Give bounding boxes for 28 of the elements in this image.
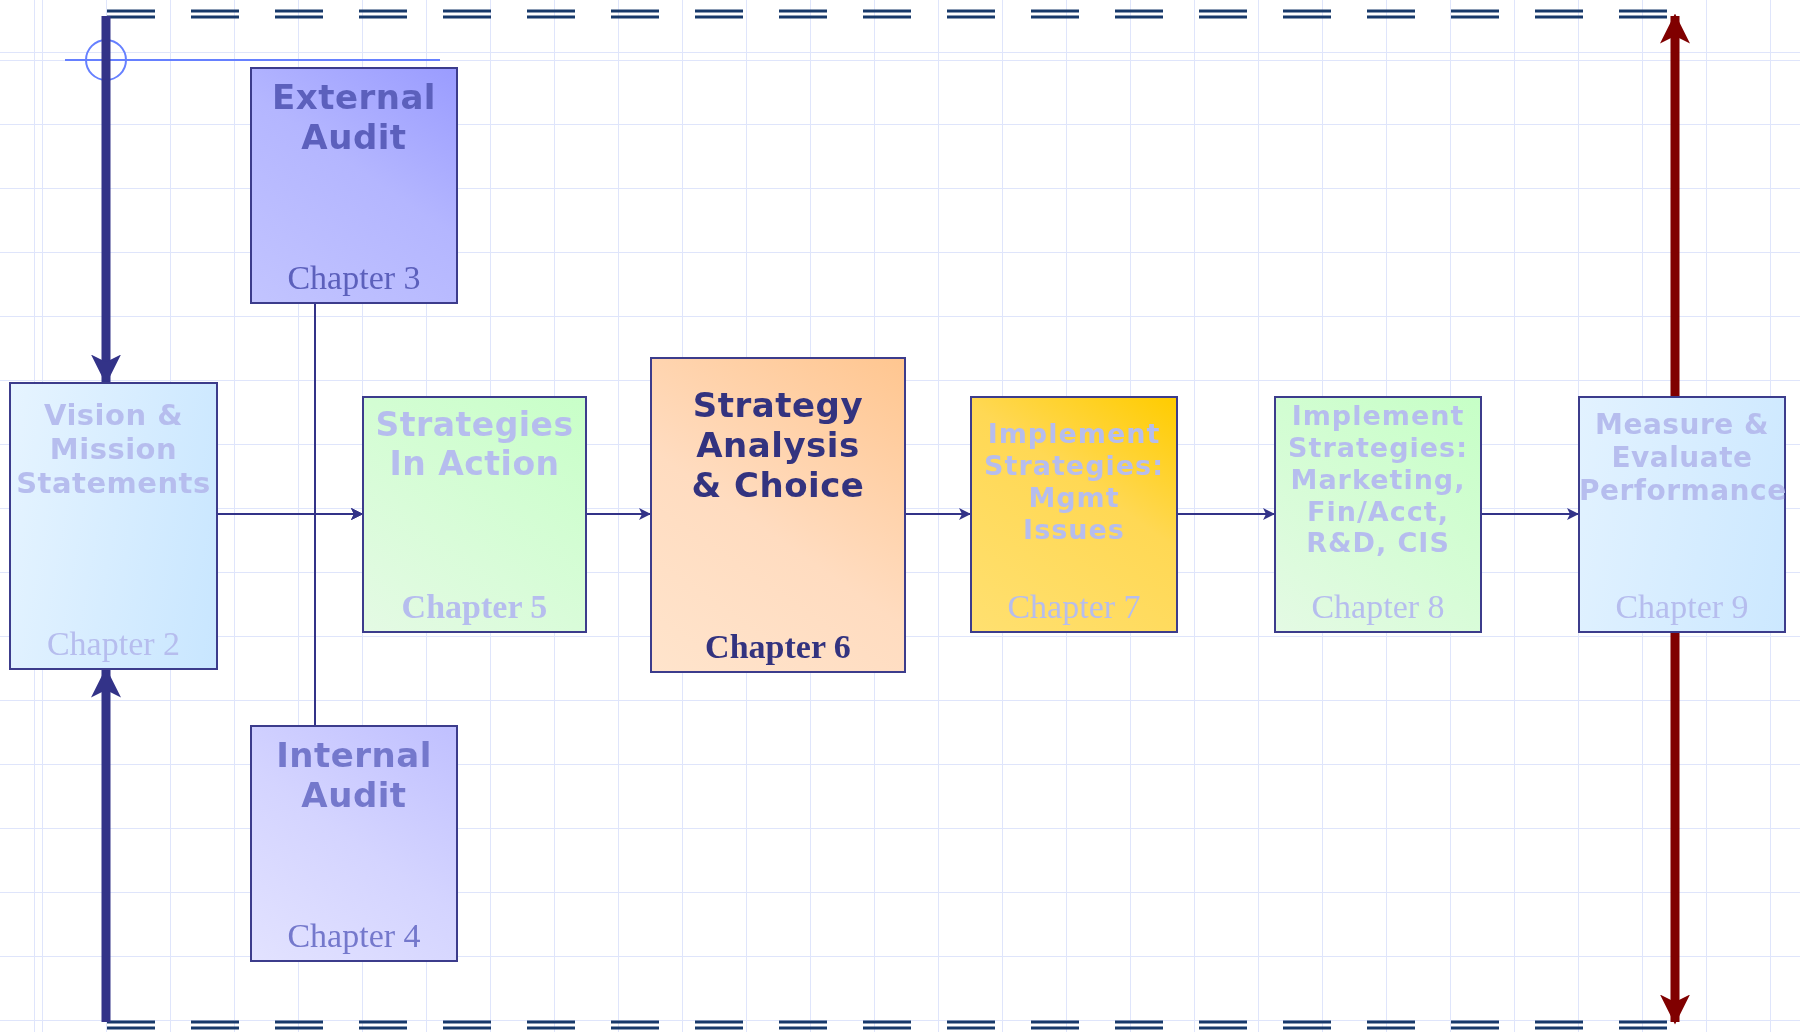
process-box xyxy=(1578,396,1786,633)
box-title: Internal Audit xyxy=(275,735,433,816)
box-title: External Audit xyxy=(270,77,437,158)
box-title: Strategy Analysis & Choice xyxy=(690,385,866,506)
process-box xyxy=(970,396,1178,633)
box-title: Strategies In Action xyxy=(374,406,575,484)
box-title: Implement Strategies: Marketing, Fin/Acct, R&D, CIS xyxy=(1287,400,1469,560)
chapter-label: Chapter 8 xyxy=(1311,587,1445,625)
chapter-label: Chapter 3 xyxy=(287,258,421,296)
arrow xyxy=(1481,508,1579,520)
arrow xyxy=(91,16,121,385)
arrow xyxy=(314,508,363,726)
box-title: Implement Strategies: Mgmt Issues xyxy=(983,418,1165,546)
process-box xyxy=(1274,396,1482,633)
chapter-label: Chapter 6 xyxy=(705,627,851,665)
process-box xyxy=(650,357,906,673)
arrow xyxy=(1660,13,1690,396)
chapter-label: Chapter 4 xyxy=(287,916,421,954)
process-box xyxy=(362,396,587,633)
chapter-label: Chapter 7 xyxy=(1007,587,1141,625)
process-box xyxy=(9,382,218,670)
process-box xyxy=(250,725,458,962)
arrow xyxy=(1660,633,1690,1025)
arrow xyxy=(905,508,971,520)
chapter-label: Chapter 5 xyxy=(401,587,548,625)
process-box xyxy=(250,67,458,304)
arrow xyxy=(586,508,651,520)
arrow xyxy=(1177,508,1275,520)
